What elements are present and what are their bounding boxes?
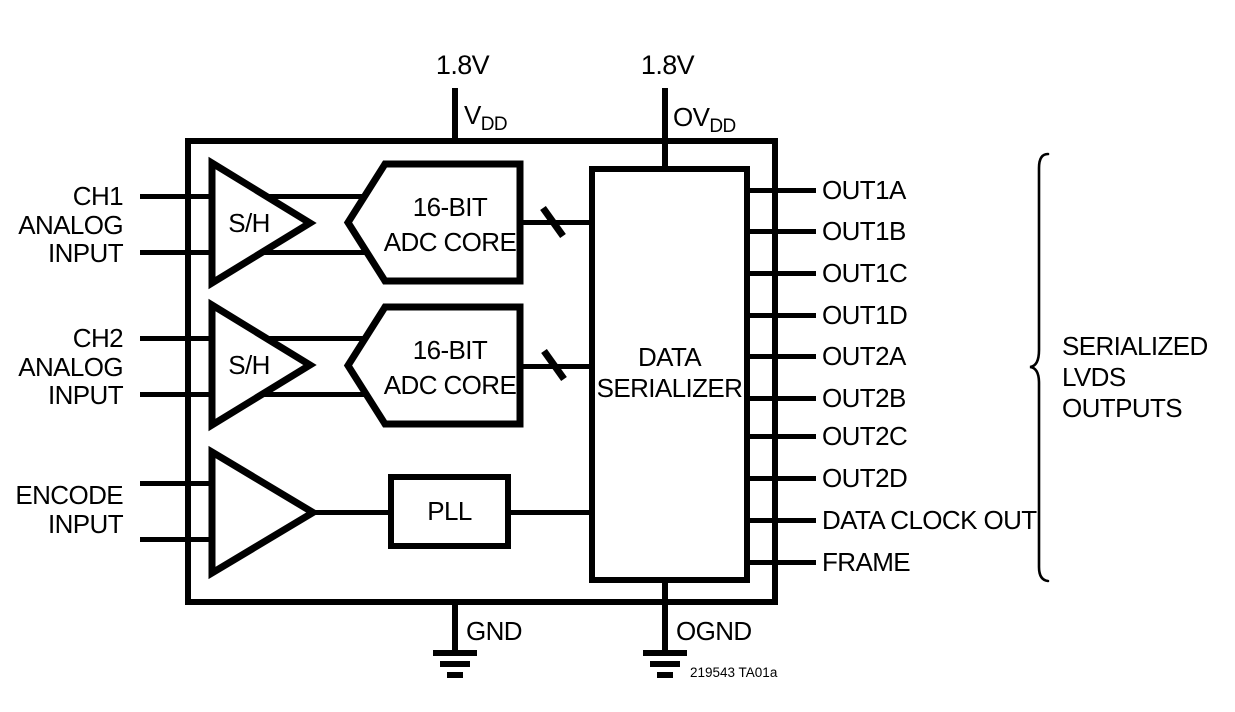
ovdd-voltage-label: 1.8V xyxy=(630,51,705,79)
adc1-label-line2: ADC CORE xyxy=(383,227,517,257)
group-label-line1: SERIALIZED xyxy=(1062,331,1208,361)
ovdd-voltage-value: 1.8V xyxy=(640,50,695,80)
pin-label-out2b: OUT2B xyxy=(822,383,906,413)
adc2-label-line1: 16-BIT xyxy=(412,335,488,365)
ovdd-pin-name: OV xyxy=(673,102,710,132)
gnd-pin-label: GND xyxy=(466,616,523,646)
pin-wire-data-clock-out xyxy=(747,518,816,523)
output-group-brace xyxy=(1029,152,1050,583)
chip-boundary xyxy=(185,138,778,605)
sh1-block-label: S/H xyxy=(216,209,282,237)
ch2-label-line1: CH2 xyxy=(72,323,124,353)
pin-label-out1d: OUT1D xyxy=(822,300,908,330)
vdd-voltage-value: 1.8V xyxy=(435,50,490,80)
pin-label-out2d: OUT2D xyxy=(822,463,908,493)
serializer-block-label: DATA SERIALIZER xyxy=(591,342,748,404)
vdd-supply-wire xyxy=(452,88,458,144)
ognd-stem-wire xyxy=(662,580,668,652)
sh2-block-label: S/H xyxy=(216,351,282,379)
encode-input-wire-plus xyxy=(140,481,258,486)
pll-block xyxy=(388,474,511,549)
serialized-lvds-outputs-label: SERIALIZED LVDS OUTPUTS xyxy=(1062,331,1208,424)
pin-wire-out2c xyxy=(747,434,816,439)
ch1-label-line2: ANALOG xyxy=(18,209,123,240)
pin-label-frame: FRAME xyxy=(822,547,911,577)
ch2-analog-input-label: CH2 ANALOG INPUT xyxy=(8,324,123,410)
ognd-pin-label: OGND xyxy=(676,616,752,646)
pin-label-out2c: OUT2C xyxy=(822,421,908,451)
gnd-stem-wire xyxy=(452,602,458,652)
bus-width-slash-icon xyxy=(540,205,566,239)
sh1-amplifier-symbol xyxy=(208,156,317,290)
vdd-pin-label: VDD xyxy=(464,100,508,140)
pin-label-out1a: OUT1A xyxy=(822,175,906,205)
vdd-voltage-label: 1.8V xyxy=(425,51,500,79)
bus-width-slash-icon xyxy=(541,348,567,382)
pin-wire-out1d xyxy=(747,313,816,318)
encode-label-line2: INPUT xyxy=(47,508,124,539)
encode-input-wire-minus xyxy=(140,537,258,542)
ovdd-pin-label: OVDD xyxy=(673,103,736,142)
figure-reference-text: 219543 TA01a xyxy=(690,665,778,680)
encode-to-pll-wire xyxy=(310,510,392,515)
pll-block-label: PLL xyxy=(390,497,509,525)
adc2-label-line2: ADC CORE xyxy=(383,370,517,400)
vdd-pin-subscript: DD xyxy=(480,114,508,135)
adc1-block-label: 16-BIT ADC CORE xyxy=(377,190,523,260)
ovdd-supply-wire xyxy=(662,88,668,172)
ch1-label-line1: CH1 xyxy=(72,181,124,211)
adc2-block-label: 16-BIT ADC CORE xyxy=(377,333,523,403)
encode-input-label: ENCODE INPUT xyxy=(8,481,123,538)
pin-label-out2a: OUT2A xyxy=(822,341,906,371)
pll-to-serializer-wire xyxy=(508,510,592,515)
adc1-core-shape xyxy=(343,160,524,285)
adc2-core-shape xyxy=(343,303,524,428)
pin-wire-out1c xyxy=(747,271,816,276)
group-label-line3: OUTPUTS xyxy=(1062,393,1183,423)
pin-wire-out1b xyxy=(747,229,816,234)
vdd-pin-name: V xyxy=(464,100,481,130)
pin-wire-out2b xyxy=(747,396,816,401)
ch2-label-line2: ANALOG xyxy=(18,351,123,382)
serializer-label-line2: SERIALIZER xyxy=(596,373,743,403)
ch1-label-line3: INPUT xyxy=(47,238,124,268)
sh2-text: S/H xyxy=(228,350,270,380)
group-label-line2: LVDS xyxy=(1062,362,1126,392)
ch1-analog-input-label: CH1 ANALOG INPUT xyxy=(8,182,123,268)
sh2-amplifier-symbol xyxy=(208,298,317,432)
sh1-text: S/H xyxy=(228,208,270,238)
pin-wire-out2d xyxy=(747,476,816,481)
pin-wire-out2a xyxy=(747,354,816,359)
pin-label-out1b: OUT1B xyxy=(822,216,906,246)
adc1-label-line1: 16-BIT xyxy=(412,192,488,222)
pin-label-out1c: OUT1C xyxy=(822,258,908,288)
ch2-label-line3: INPUT xyxy=(47,380,124,410)
pin-label-data-clock-out: DATA CLOCK OUT xyxy=(822,505,1037,535)
ovdd-pin-subscript: DD xyxy=(709,116,736,137)
encode-buffer-symbol xyxy=(208,445,320,580)
serializer-label-line1: DATA xyxy=(637,342,702,372)
pin-wire-out1a xyxy=(747,188,816,193)
pll-text: PLL xyxy=(427,496,472,526)
pin-wire-frame xyxy=(747,560,816,565)
data-serializer-block xyxy=(589,166,750,583)
encode-label-line1: ENCODE xyxy=(15,480,123,510)
